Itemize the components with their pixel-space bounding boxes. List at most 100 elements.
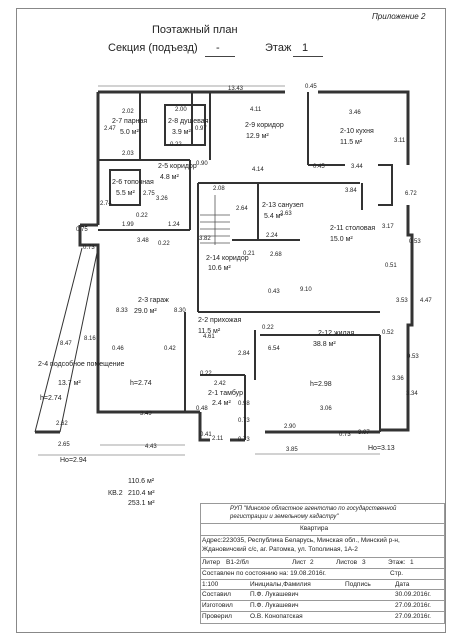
total-area-3: 253.1 м² bbox=[128, 500, 155, 507]
room-area: 5.4 м² bbox=[264, 213, 283, 220]
dim-label: 0.73 bbox=[339, 432, 351, 438]
sheets-value: 3 bbox=[362, 559, 366, 566]
room-area: 4.8 м² bbox=[160, 174, 179, 181]
floor-value: 1 bbox=[410, 559, 414, 566]
stairs bbox=[200, 195, 230, 245]
floor-label: Этаж: bbox=[388, 559, 406, 566]
dim-label: 2.02 bbox=[122, 109, 134, 115]
dim-label: 9.10 bbox=[300, 287, 312, 293]
dim-label: 0.22 bbox=[200, 371, 212, 377]
dim-label: 0.75 bbox=[76, 227, 88, 233]
room-name: 2-4 подсобное помещение bbox=[38, 360, 124, 368]
scale: 1:100 bbox=[202, 581, 219, 588]
floor-plan: 13.43 0.45 4.11 2.02 2.00 2.47 0.97 2.03… bbox=[34, 84, 432, 464]
dim-label: 13.43 bbox=[228, 86, 244, 92]
dim-label: 1.24 bbox=[168, 222, 180, 228]
apartment-label: КВ.2 bbox=[108, 490, 123, 497]
dim-label: 3.06 bbox=[320, 406, 332, 412]
litera-label: Литер bbox=[202, 559, 221, 566]
dim-label: 0.97 bbox=[195, 126, 207, 132]
dim-label: 4.43 bbox=[145, 444, 157, 450]
sheet-label: Лист bbox=[292, 559, 307, 566]
dim-label: 2.74 bbox=[100, 201, 112, 207]
floor-height: Hо=2.94 bbox=[60, 457, 87, 464]
dim-label: 0.73 bbox=[238, 418, 250, 424]
dim-label: 3.07 bbox=[358, 430, 370, 436]
dim-label: 0.43 bbox=[268, 289, 280, 295]
room-area: 2.4 м² bbox=[212, 400, 231, 407]
page-frame bbox=[16, 8, 446, 633]
dim-label: 2.62 bbox=[56, 421, 68, 427]
dim-label: 3.48 bbox=[137, 238, 149, 244]
room-area: 12.9 м² bbox=[246, 133, 269, 140]
dim-label: 3.44 bbox=[351, 164, 363, 170]
address: Адрес:223035, Республика Беларусь, Минск… bbox=[202, 537, 400, 553]
room-area: 15.0 м² bbox=[330, 236, 353, 243]
dim-label: 2.84 bbox=[238, 351, 250, 357]
dim-label: 0.73 bbox=[83, 245, 95, 251]
litera-value: В1-2/бл bbox=[226, 559, 249, 566]
room-name: 2-1 тамбур bbox=[208, 389, 243, 397]
dim-label: 0.90 bbox=[196, 161, 208, 167]
porch-outline bbox=[34, 247, 99, 433]
dim-label: 0.22 bbox=[158, 241, 170, 247]
dim-label: 0.45 bbox=[313, 164, 325, 170]
ceiling-height: h=2.98 bbox=[310, 381, 332, 388]
dim-label: 0.21 bbox=[243, 251, 255, 257]
room-name: 2-14 коридор bbox=[206, 255, 249, 262]
dim-label: 2.11 bbox=[212, 436, 224, 442]
room-name: 2-12 жилая bbox=[318, 330, 355, 337]
dim-label: 3.34 bbox=[406, 391, 418, 397]
dim-label: 2.03 bbox=[122, 151, 134, 157]
sign-date: 30.09.2016г. bbox=[395, 591, 431, 598]
role: Проверил bbox=[202, 613, 232, 620]
names-col-label: Инициалы,Фамилия bbox=[250, 581, 311, 588]
inner-walls bbox=[98, 92, 393, 440]
room-name: 2-7 парная bbox=[112, 118, 147, 125]
dim-label: 0.22 bbox=[170, 142, 182, 148]
dim-label: 3.17 bbox=[382, 224, 394, 230]
room-name: 2-10 кухня bbox=[340, 128, 374, 135]
dim-label: 2.47 bbox=[104, 126, 116, 132]
total-area-2: 210.4 м² bbox=[128, 490, 155, 497]
dim-label: 2.75 bbox=[143, 191, 155, 197]
ceiling-height: h=2.74 bbox=[40, 395, 62, 402]
appendix-label: Приложение 2 bbox=[372, 12, 426, 21]
dim-label: 2.63 bbox=[280, 211, 292, 217]
room-name: 2-9 коридор bbox=[245, 122, 284, 129]
dimension-lines bbox=[38, 85, 380, 456]
dim-label: 3.85 bbox=[286, 447, 298, 453]
dim-label: 0.45 bbox=[305, 84, 317, 90]
floor-value: 1 bbox=[302, 42, 309, 54]
dim-label: 3.11 bbox=[394, 138, 406, 144]
dim-label: 3.49 bbox=[140, 411, 152, 417]
floor-underline bbox=[293, 56, 323, 57]
sheet-value: 2 bbox=[310, 559, 314, 566]
dim-label: 4.14 bbox=[252, 167, 264, 173]
page-col-label: Стр. bbox=[390, 570, 404, 577]
room-area: 5.0 м² bbox=[120, 129, 139, 136]
dim-label: 0.51 bbox=[385, 263, 397, 269]
dim-label: 4.11 bbox=[250, 107, 262, 113]
title-block: РУП "Минское областное агентство по госу… bbox=[200, 503, 445, 633]
person-name: О.В. Конопатская bbox=[250, 613, 303, 620]
dim-label: 3.36 bbox=[392, 376, 404, 382]
floor-height: Hо=3.13 bbox=[368, 445, 395, 452]
room-area: 10.6 м² bbox=[208, 265, 231, 272]
room-name: 2-11 столовая bbox=[330, 225, 375, 232]
section-underline bbox=[205, 56, 235, 57]
dim-label: 0.73 bbox=[238, 437, 250, 443]
role: Изготовил bbox=[202, 602, 233, 609]
section-value: - bbox=[216, 42, 220, 54]
dim-label: 2.00 bbox=[175, 107, 187, 113]
org-name: РУП "Минское областное агентство по госу… bbox=[230, 506, 397, 520]
sign-date: 27.09.2016г. bbox=[395, 613, 431, 620]
sign-col-label: Подпись bbox=[345, 581, 371, 588]
dim-label: 6.72 bbox=[405, 191, 417, 197]
dim-label: 3.53 bbox=[396, 298, 408, 304]
page-title: Поэтажный план bbox=[152, 24, 238, 36]
room-name: 2-13 санузел bbox=[262, 202, 304, 209]
dim-label: 2.24 bbox=[266, 233, 278, 239]
total-area-1: 110.6 м² bbox=[128, 478, 155, 485]
dim-label: 2.64 bbox=[236, 206, 248, 212]
